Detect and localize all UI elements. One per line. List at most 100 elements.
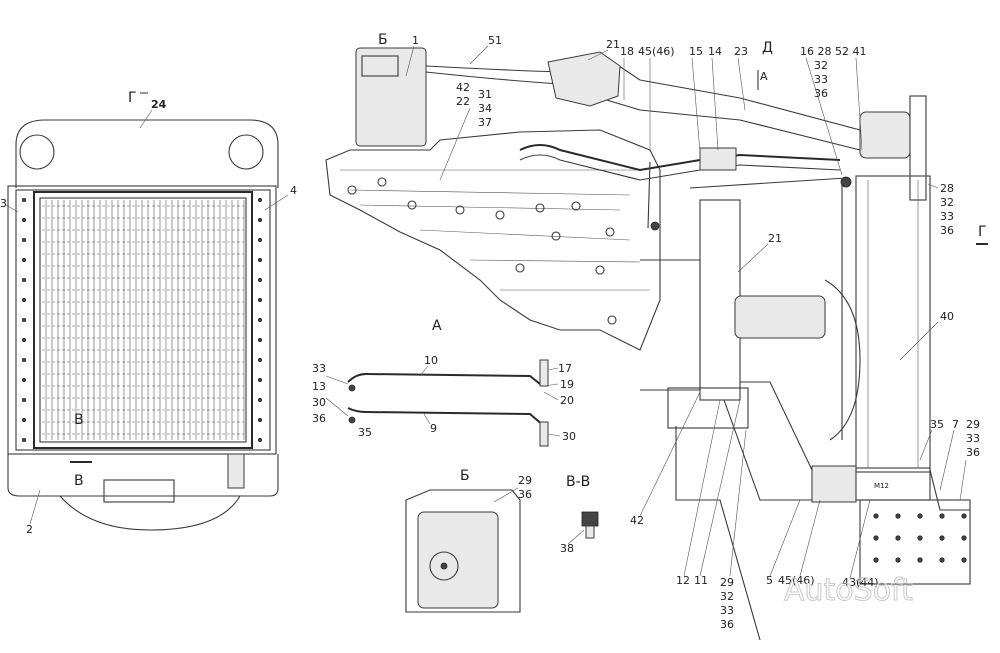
radiator-drain-cock xyxy=(227,453,245,489)
callout-36-left: 36 xyxy=(312,412,326,425)
mount-hole-right xyxy=(228,134,264,170)
callout-29-b: 29 xyxy=(518,474,532,487)
callout-2: 2 xyxy=(26,523,33,536)
view-g-title: Г xyxy=(128,90,137,106)
callout-23: 23 xyxy=(734,45,748,58)
upper-hose xyxy=(519,144,841,172)
tie-rod-upper xyxy=(689,177,847,189)
callout-16-28-52-41: 16 28 52 41 xyxy=(800,45,866,58)
radiator-core xyxy=(33,191,253,449)
radiator-top-shroud xyxy=(15,119,279,188)
engine-block xyxy=(325,129,661,351)
callout-33-r: 33 xyxy=(940,210,954,223)
hose-clamp-14 xyxy=(699,147,737,171)
lower-bracket xyxy=(667,387,749,429)
radiator-lower-tank xyxy=(855,467,931,501)
callout-29-right: 29 xyxy=(966,418,980,431)
callout-22: 22 xyxy=(456,95,470,108)
callout-30: 30 xyxy=(562,430,576,443)
callout-35-right: 35 xyxy=(930,418,944,431)
tank-body xyxy=(417,511,499,609)
callout-33-right: 33 xyxy=(966,432,980,445)
view-b-title: Б xyxy=(460,468,470,484)
callout-33-top: 33 xyxy=(814,73,828,86)
callout-45-46-bottom: 45(46) xyxy=(778,574,815,587)
callout-13: 13 xyxy=(312,380,326,393)
radiator-outer-frame xyxy=(7,185,277,455)
callout-24: 24 xyxy=(151,98,167,111)
view-arrow-d: Д xyxy=(762,40,773,56)
callout-10: 10 xyxy=(424,354,438,367)
section-mark-v-top: В xyxy=(74,412,84,428)
callout-35-left: 35 xyxy=(358,426,372,439)
callout-38: 38 xyxy=(560,542,574,555)
callout-37: 37 xyxy=(478,116,492,129)
view-a-tie-rods: А 10 9 17 19 20 30 33 13 30 36 35 xyxy=(312,318,576,447)
callout-32-top: 32 xyxy=(814,59,828,72)
callout-18: 18 xyxy=(620,45,634,58)
radiator-side-frame xyxy=(15,189,271,451)
section-mark-v-bottom: В xyxy=(74,473,84,489)
view-b-marker: Б xyxy=(378,32,388,48)
radiator-lower-shroud xyxy=(59,495,241,531)
tank-cap xyxy=(429,551,459,581)
view-b-tank-detail: Б 29 36 xyxy=(405,468,532,613)
mount-plate xyxy=(929,469,970,511)
frame-mount xyxy=(859,499,971,585)
lower-hose-clamp xyxy=(811,465,857,503)
view-arrow-a: А xyxy=(760,70,768,83)
oil-pipe xyxy=(647,161,651,229)
fan-blades xyxy=(824,279,861,441)
radiator-core-inner xyxy=(39,197,247,443)
bracket-30 xyxy=(539,421,549,447)
alternator-bracket xyxy=(640,259,701,391)
callout-5: 5 xyxy=(766,574,773,587)
radiator-drain-box xyxy=(103,479,175,503)
mount-hole-left xyxy=(19,134,55,170)
view-arrow-g: Г xyxy=(978,224,987,240)
callout-36-right: 36 xyxy=(966,446,980,459)
svg-text:М12: М12 xyxy=(874,482,889,490)
callout-17: 17 xyxy=(558,362,572,375)
callout-19: 19 xyxy=(560,378,574,391)
callout-34: 34 xyxy=(478,102,492,115)
radiator-strut xyxy=(909,95,927,201)
bolt-38 xyxy=(581,511,599,527)
callout-33-stack: 33 xyxy=(720,604,734,617)
intake-elbow xyxy=(547,51,621,107)
frame-bolt-holes xyxy=(873,513,967,563)
radiator-front-view: Г 24 3 4 2 В В xyxy=(0,90,297,536)
callout-45-46: 45(46) xyxy=(638,45,675,58)
callout-42-bottom: 42 xyxy=(630,514,644,527)
air-cleaner-outlet xyxy=(859,111,911,159)
callout-43-44: 43(44) xyxy=(842,576,879,589)
callout-36-b: 36 xyxy=(518,488,532,501)
radiator-bottom-tank xyxy=(7,454,279,497)
callout-9: 9 xyxy=(430,422,437,435)
callout-7: 7 xyxy=(952,418,959,431)
callout-4: 4 xyxy=(290,184,297,197)
engine-bolts xyxy=(347,177,617,325)
callout-20: 20 xyxy=(560,394,574,407)
callout-21-top: 21 xyxy=(606,38,620,51)
view-a-title: А xyxy=(432,318,442,334)
callout-30-left: 30 xyxy=(312,396,326,409)
rod-9 xyxy=(347,407,545,427)
fan-hub xyxy=(734,295,826,339)
callout-21-mid: 21 xyxy=(768,232,782,245)
tank-bracket-outline xyxy=(405,489,521,613)
bottom-callouts: 42 12 11 29 32 33 36 5 45(46) 43(44) 35 … xyxy=(630,391,980,631)
callout-40: 40 xyxy=(940,310,954,323)
callout-42: 42 xyxy=(456,81,470,94)
callout-14: 14 xyxy=(708,45,722,58)
callout-11: 11 xyxy=(694,574,708,587)
watermark: AutoSoft xyxy=(784,573,913,608)
support-bracket xyxy=(675,426,761,641)
callout-12: 12 xyxy=(676,574,690,587)
callout-1-tank: 1 xyxy=(412,34,419,47)
callout-36-top: 36 xyxy=(814,87,828,100)
callout-3: 3 xyxy=(0,197,7,210)
callout-51: 51 xyxy=(488,34,502,47)
